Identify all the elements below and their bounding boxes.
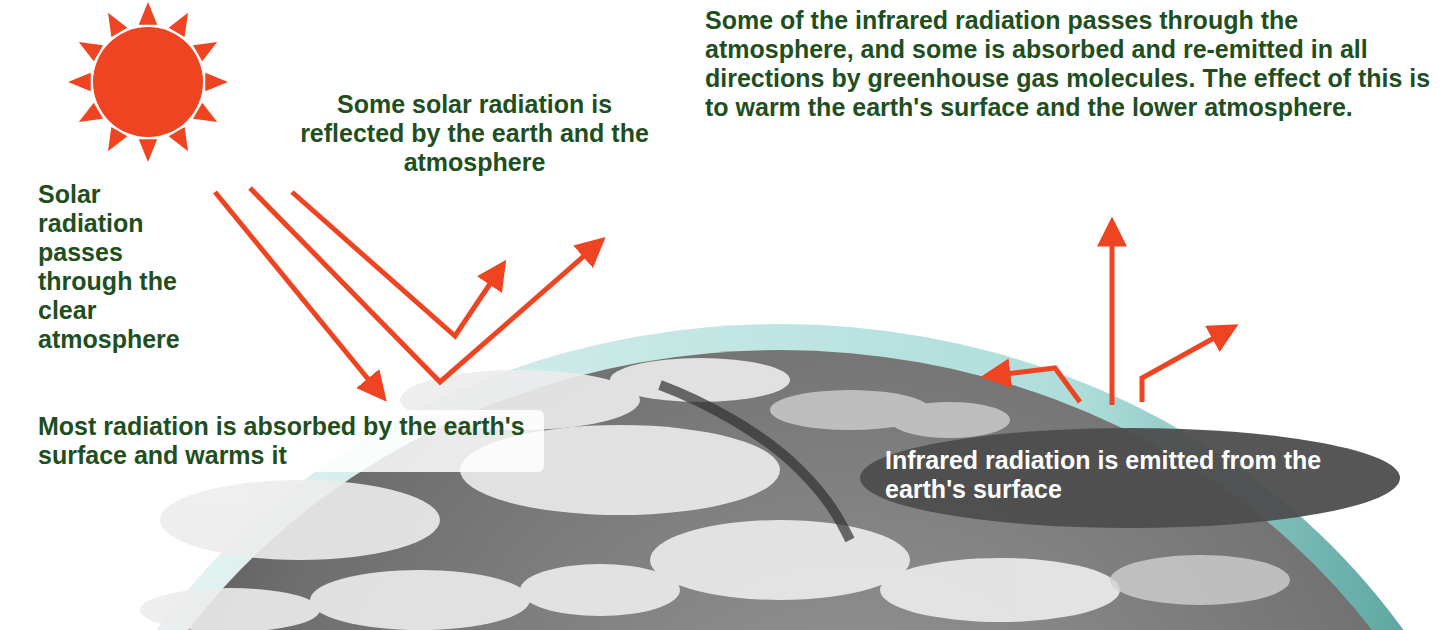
reflection-note: Some solar radiation is reflected by the… <box>282 90 667 177</box>
emission-note: Infrared radiation is emitted from the e… <box>885 446 1385 504</box>
dark-patch <box>860 428 1400 528</box>
atmosphere <box>35 324 1449 630</box>
infrared-note: Some of the infrared radiation passes th… <box>705 6 1435 122</box>
sun-ray <box>139 139 157 162</box>
absorption-note: Most radiation is absorbed by the earth'… <box>34 410 544 472</box>
sun-ray <box>139 2 157 25</box>
sun-ray <box>205 73 228 91</box>
sun-ray <box>68 73 91 91</box>
solar-note: Solar radiation passes through the clear… <box>38 180 210 354</box>
earth <box>60 350 1449 630</box>
infrared-arrows <box>988 224 1232 405</box>
sun <box>68 2 228 162</box>
solar-arrows <box>215 188 600 396</box>
